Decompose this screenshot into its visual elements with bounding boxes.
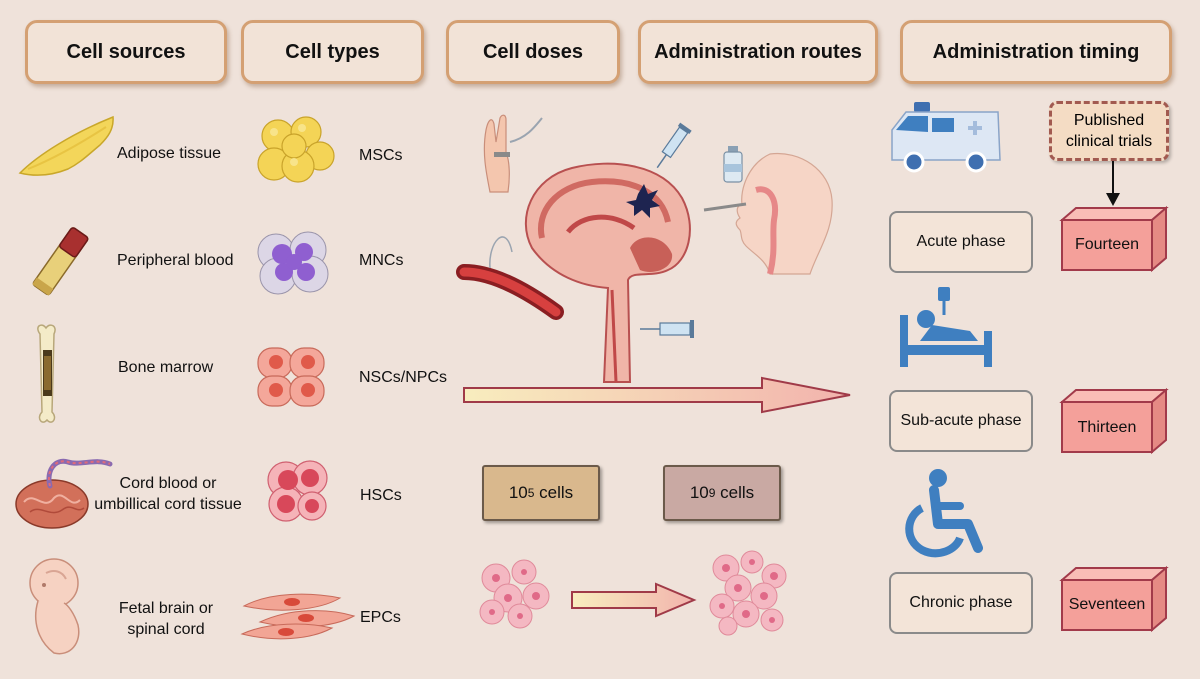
- source-bone-label: Bone marrow: [118, 359, 214, 376]
- nsc-cells-icon: [257, 347, 325, 407]
- mnc-cells-icon: [257, 231, 329, 295]
- header-cell-doses: Cell doses: [446, 20, 620, 84]
- dose-high-base: 10: [689, 483, 709, 502]
- subacute-count-label: Thirteen: [1077, 419, 1137, 436]
- published-line2: clinical trials: [1065, 133, 1153, 150]
- source-cord-line2: umbillical cord tissue: [94, 496, 242, 513]
- dose-low-unit: cells: [534, 483, 574, 502]
- hsc-cells-icon: [267, 460, 328, 522]
- header-administration-timing: Administration timing: [900, 20, 1172, 84]
- source-cord-line1: Cord blood or: [119, 475, 217, 492]
- type-hscs-label: HSCs: [360, 487, 402, 504]
- cord-tissue-icon: [15, 458, 113, 529]
- chronic-count-cube: [1059, 565, 1169, 633]
- syringe-spinal-icon: [640, 320, 694, 338]
- type-nscs-label: NSCs/NPCs: [359, 369, 448, 386]
- source-cord-label: Cord blood or umbillical cord tissue: [88, 473, 248, 515]
- header-administration-routes: Administration routes: [638, 20, 878, 84]
- source-fetal-line2: spinal cord: [127, 621, 205, 638]
- source-fetal-line1: Fetal brain or: [118, 600, 214, 617]
- source-fetal-label: Fetal brain or spinal cord: [104, 598, 228, 640]
- chronic-phase-box: Chronic phase: [889, 572, 1033, 634]
- source-adipose-label: Adipose tissue: [117, 145, 222, 162]
- main-flow-arrow: [463, 376, 851, 414]
- dose-arrow: [571, 582, 697, 618]
- header-cell-types: Cell types: [241, 20, 424, 84]
- dose-low-base: 10: [508, 483, 528, 502]
- header-cell-sources: Cell sources: [25, 20, 227, 84]
- blood-vessel-icon: [456, 236, 564, 320]
- dose-high-exp: 9: [708, 486, 716, 500]
- published-trials-box: Published clinical trials: [1049, 101, 1169, 161]
- cell-cluster-small-icon: [479, 559, 550, 629]
- syringe-icon: [656, 122, 692, 169]
- cell-cluster-large-icon: [709, 550, 787, 636]
- arm-iv-icon: [483, 114, 543, 193]
- vial-icon: [723, 146, 743, 183]
- acute-count-cube: [1059, 205, 1169, 273]
- peripheral-blood-icon: [32, 227, 89, 296]
- published-arrow: [1106, 161, 1120, 206]
- hospital-bed-icon: [900, 287, 992, 367]
- subacute-count-cube: [1059, 387, 1169, 455]
- head-profile-icon: [703, 152, 833, 275]
- type-epcs-label: EPCs: [360, 609, 401, 626]
- brain-icon: [524, 162, 691, 383]
- subacute-phase-box: Sub-acute phase: [889, 390, 1033, 452]
- type-mncs-label: MNCs: [359, 252, 404, 269]
- adipose-tissue-icon: [18, 115, 114, 176]
- dose-low-exp: 5: [527, 486, 535, 500]
- acute-phase-box: Acute phase: [889, 211, 1033, 273]
- fetus-icon: [29, 558, 80, 655]
- source-peripheral-label: Peripheral blood: [117, 252, 234, 269]
- type-mscs-label: MSCs: [359, 147, 403, 164]
- msc-cells-icon: [257, 116, 335, 183]
- epc-cells-icon: [240, 593, 356, 640]
- dose-high-unit: cells: [715, 483, 755, 502]
- acute-count-label: Fourteen: [1074, 236, 1140, 253]
- published-line1: Published: [1073, 112, 1145, 129]
- wheelchair-icon: [905, 469, 983, 558]
- ambulance-icon: [891, 102, 1001, 173]
- bone-marrow-icon: [37, 324, 56, 423]
- chronic-count-label: Seventeen: [1068, 596, 1146, 613]
